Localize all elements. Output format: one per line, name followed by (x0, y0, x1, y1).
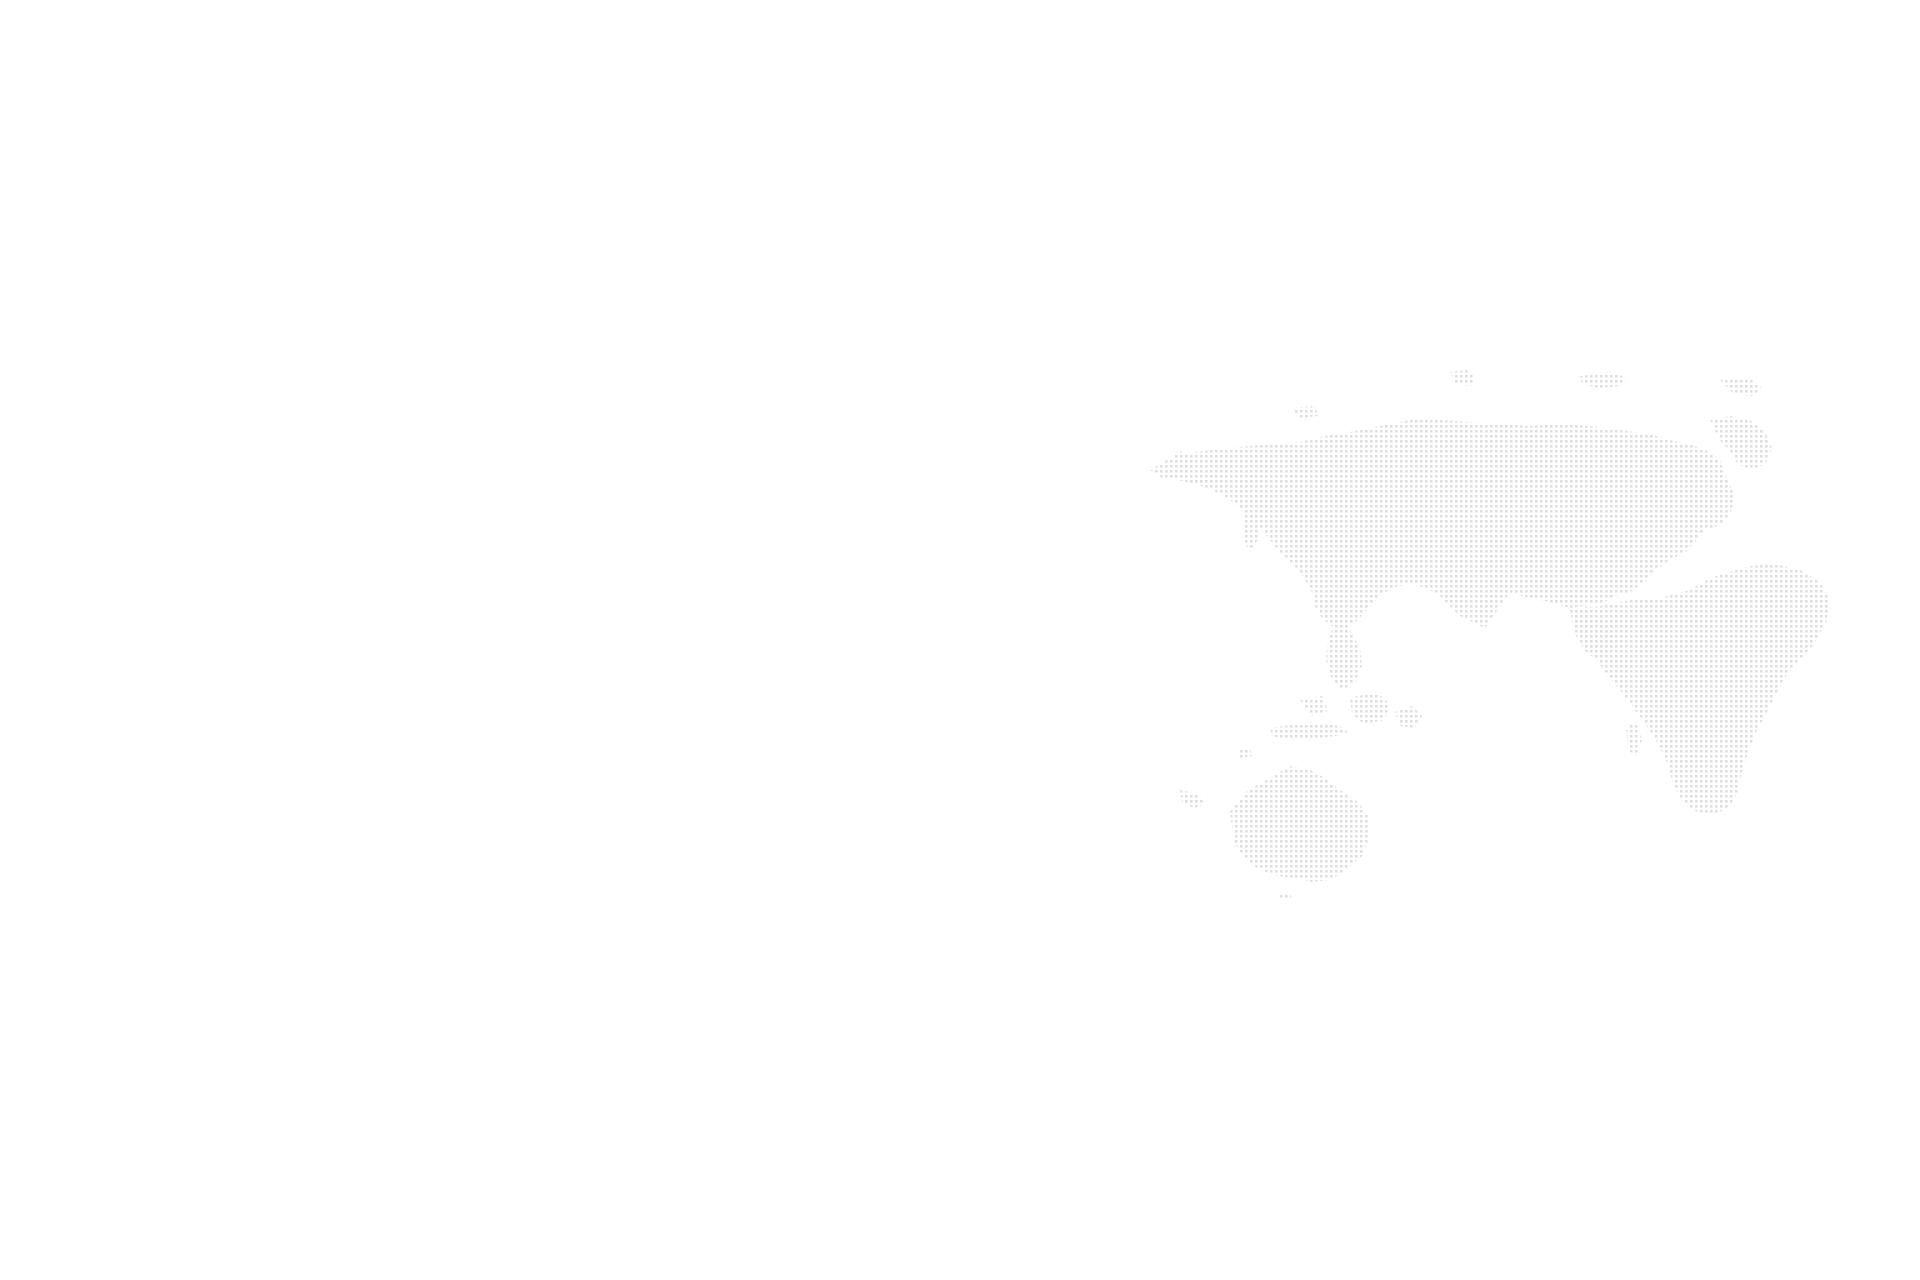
map-region-scandinavia (1710, 416, 1772, 470)
map-region-island-borneo (1350, 692, 1390, 724)
map-region-arabia (1570, 606, 1616, 660)
map-region-arctic-north (1450, 370, 1476, 386)
map-region-island-chain (1242, 510, 1260, 552)
map-region-tasmania (1278, 892, 1292, 900)
map-region-island-small (1172, 450, 1186, 464)
map-region-madagascar-like (1626, 722, 1642, 756)
map-region-indochina (1326, 622, 1362, 690)
map-region-island-sumatra (1395, 706, 1422, 728)
dotted-world-map (1150, 360, 1870, 900)
map-region-arctic-west (1720, 378, 1762, 396)
world-map-svg (1150, 370, 1830, 900)
map-region-island-java (1270, 722, 1350, 740)
map-region-new-zealand-like (1180, 790, 1206, 808)
map-region-arctic-east (1580, 372, 1628, 388)
map-region-arctic-small (1290, 406, 1318, 418)
map-region-australia (1230, 766, 1370, 882)
map-region-eurasia (1150, 420, 1735, 628)
map-region-island-tiny-1 (1238, 748, 1252, 758)
map-region-africa (1570, 564, 1830, 814)
map-region-island-sulawesi (1300, 696, 1328, 716)
